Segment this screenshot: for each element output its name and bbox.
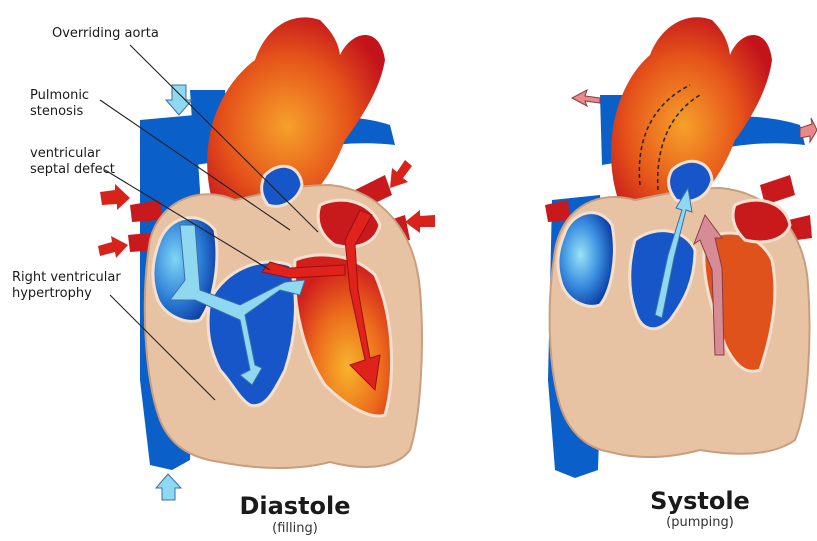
inflow-arrow-red-4 <box>405 210 435 233</box>
systole-right-atrium <box>558 213 614 307</box>
inflow-arrow-red-3 <box>390 160 412 188</box>
inflow-arrow-bottom <box>156 474 181 500</box>
systole-subtitle: (pumping) <box>625 515 775 530</box>
diastole-heart <box>98 17 435 500</box>
label-pulmonic-line2: stenosis <box>30 104 83 120</box>
label-overriding-aorta: Overriding aorta <box>52 26 159 42</box>
inflow-arrow-red-2 <box>98 236 128 258</box>
systole-heart <box>545 17 817 478</box>
systole-left-atrium <box>733 200 790 242</box>
diastole-subtitle: (filling) <box>220 521 370 536</box>
inflow-arrow-top <box>166 85 192 115</box>
label-vsd-line2: septal defect <box>30 162 115 178</box>
diastole-title: Diastole <box>220 492 370 520</box>
label-rvh-line2: hypertrophy <box>12 286 92 302</box>
pulmonary-vein-left1 <box>130 200 162 222</box>
systole-title: Systole <box>625 487 775 515</box>
outflow-arrow-left <box>572 90 600 106</box>
inflow-arrow-red-1 <box>100 184 130 210</box>
label-rvh-line1: Right ventricular <box>12 270 121 286</box>
label-pulmonic-line1: Pulmonic <box>30 88 89 104</box>
systole-pulmonary-vein-left <box>545 200 570 222</box>
label-vsd-line1: ventricular <box>30 146 100 162</box>
